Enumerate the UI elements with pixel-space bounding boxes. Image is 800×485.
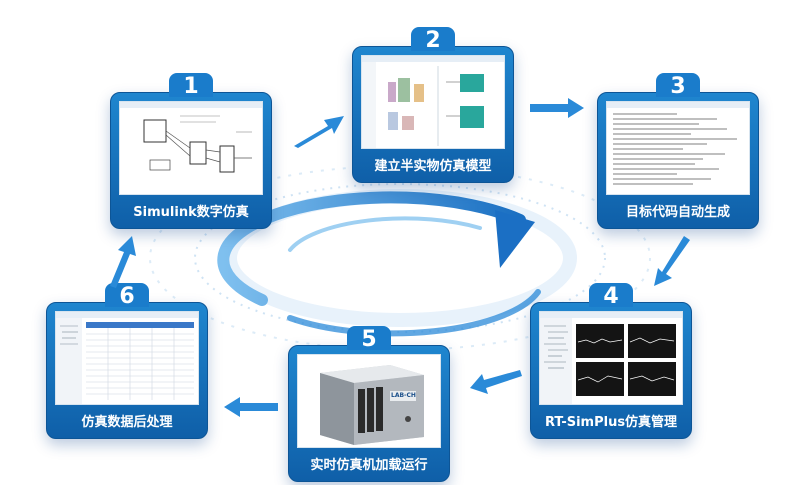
step-number-tab [411,27,455,51]
step-label: 建立半实物仿真模型 [374,159,492,174]
step-card-2: 2 建立半实物仿真模型 [352,27,514,183]
arrow-1-to-2-icon [294,116,344,148]
step-number-tab [105,283,149,307]
step-number: 1 [183,74,199,99]
step-number: 2 [425,28,441,53]
arrow-4-to-5-icon [470,370,522,394]
step-card-1: 1 Simulink数字仿真 [110,73,272,229]
step-number: 3 [670,74,686,99]
step-number: 6 [119,284,135,309]
step-card-6: 6 [46,283,208,439]
step-label: RT-SimPlus仿真管理 [544,415,678,430]
code-generation-log-screenshot [606,101,750,195]
data-postprocessing-screenshot [55,311,199,405]
simulink-model-screenshot [119,101,263,195]
step-number-tab [347,326,391,350]
device-brand-label: LAB-CH [391,392,416,399]
step-card-5: 5 LAB-CH 实时仿真机加载运行 [288,326,450,482]
step-number-tab [656,73,700,97]
step-label: 仿真数据后处理 [81,415,173,430]
step-card-3: 3 目标代码自动生成 [597,73,759,229]
step-label: Simulink数字仿真 [133,205,249,220]
step-number-tab [169,73,213,97]
step-number: 5 [361,327,377,352]
step-label: 目标代码自动生成 [625,205,730,220]
arrow-5-to-6-icon [224,397,278,417]
rt-simplus-manager-screenshot [539,311,683,405]
semi-physical-model-screenshot [361,55,505,149]
arrow-3-to-4-icon [654,236,690,286]
real-time-simulator-photo: LAB-CH [297,354,441,448]
step-number: 4 [603,284,619,309]
step-label: 实时仿真机加载运行 [310,458,428,473]
arrow-6-to-1-icon [110,236,136,288]
arrow-2-to-3-icon [530,98,584,118]
step-number-tab [589,283,633,307]
step-card-4: 4 RT-SimPlus仿真管理 [530,283,692,439]
